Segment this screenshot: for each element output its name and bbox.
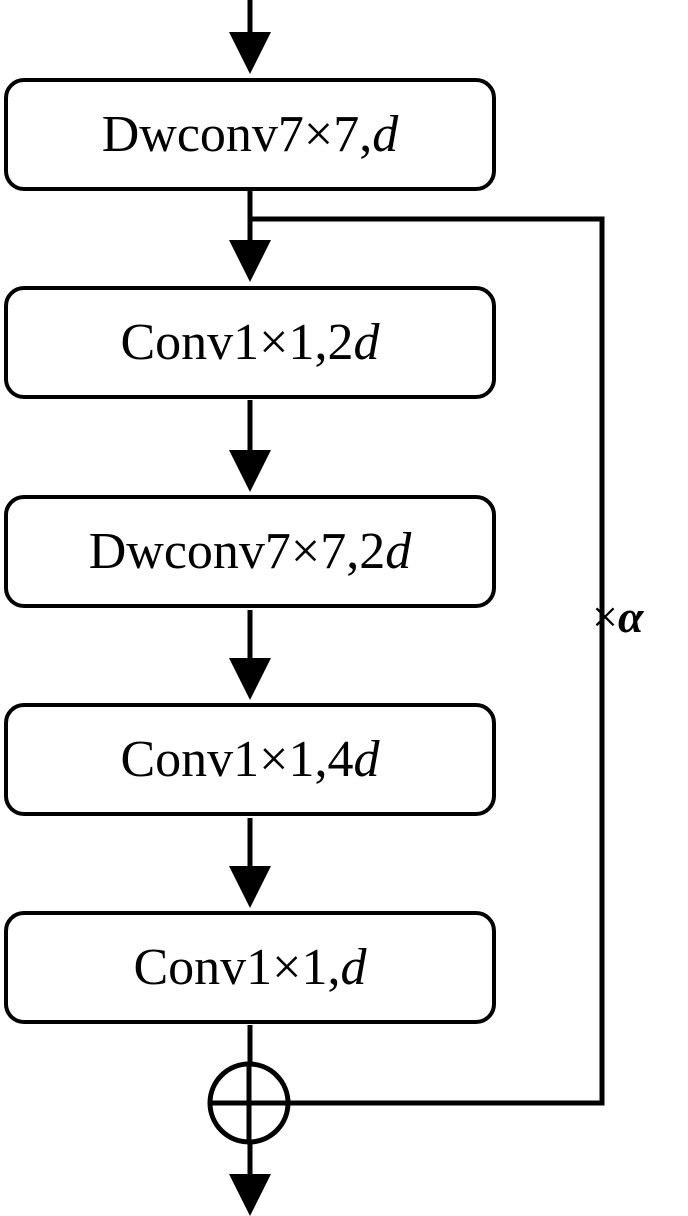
add-node-icon (207, 1061, 291, 1145)
block-dwconv7x7-d: Dwconv7×7,d (4, 78, 496, 191)
block-label: Dwconv7×7, (101, 106, 373, 163)
block-label: Conv1×1,2 (120, 314, 354, 371)
arrow-4-5 (229, 818, 271, 908)
block-conv1x1-d: Conv1×1,d (4, 911, 496, 1024)
arrow-2-3 (229, 400, 271, 492)
block-label: Conv1×1,4 (120, 731, 354, 788)
block-var: d (340, 939, 367, 996)
scale-prefix: × (592, 591, 618, 642)
block-label: Conv1×1, (133, 939, 341, 996)
block-var: d (353, 314, 380, 371)
skip-connection (250, 216, 605, 1106)
output-arrow (229, 1142, 271, 1216)
arrow-1-2 (229, 191, 271, 282)
input-arrow (229, 0, 271, 74)
skip-scale-label: ×α (592, 590, 643, 643)
block-var: d (353, 731, 380, 788)
block-label: Dwconv7×7,2 (88, 523, 386, 580)
block-var: d (385, 523, 412, 580)
block-var: d (372, 106, 399, 163)
arrow-3-4 (229, 610, 271, 700)
alpha-symbol: α (617, 591, 644, 642)
